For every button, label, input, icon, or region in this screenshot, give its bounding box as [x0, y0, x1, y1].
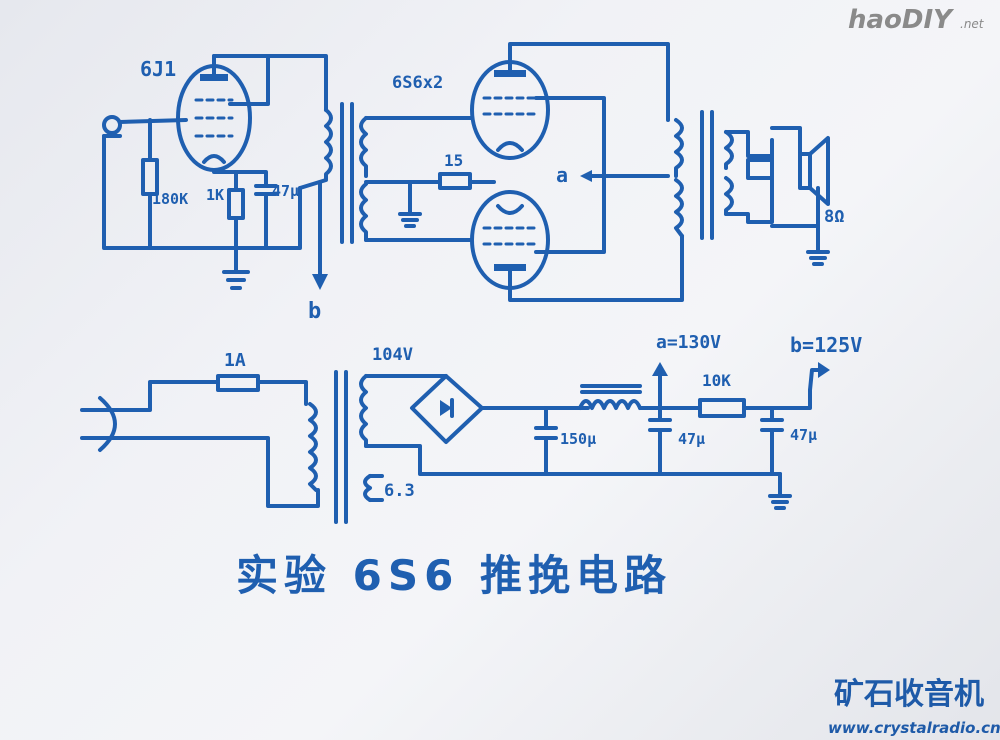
label-tube-output: 6S6x2: [392, 73, 443, 93]
rail-b-arrow-shaft: [808, 368, 822, 392]
mains-plug-body: [98, 396, 117, 452]
speaker-cone: [808, 136, 830, 206]
label-tube-driver: 6J1: [140, 57, 176, 81]
speaker-ground: [806, 224, 830, 266]
output-secondary-wires: [724, 130, 774, 224]
tube-6j1-heater: [202, 154, 226, 164]
output-stage: [359, 42, 830, 302]
output-secondary-bottom: [724, 176, 734, 216]
top-plate-wire: [508, 42, 670, 122]
cathode-cap-lead: [234, 170, 268, 188]
filter-cap-1: [534, 406, 558, 476]
heater-leads: [368, 474, 384, 502]
centertap-ground: [398, 180, 422, 228]
brand-url: www.crystalradio.cn: [828, 719, 1000, 737]
label-cathode-resistor: 1K: [206, 186, 224, 204]
bottom-plate-wire: [508, 234, 684, 302]
label-node-b: b: [308, 299, 321, 324]
watermark-suffix: .net: [960, 17, 985, 31]
tube-6s6-bottom-plate: [494, 264, 526, 271]
bias-resistor: [438, 172, 472, 190]
power-supply: [80, 362, 830, 524]
psu-ground: [768, 472, 792, 510]
tube-6s6-bottom-heater: [496, 204, 524, 215]
driver-ground-symbol: [222, 270, 250, 290]
fuse: [216, 374, 260, 392]
label-filter-cap-1: 150μ: [560, 430, 596, 448]
tube-6s6-top-plate: [494, 70, 526, 77]
interstage-secondary-top: [359, 116, 368, 178]
power-primary: [308, 402, 318, 492]
rail-b-arrow: [818, 362, 830, 378]
label-fuse: 1A: [224, 350, 246, 371]
label-speaker: 8Ω: [824, 207, 844, 227]
mains-live: [116, 380, 220, 412]
b-arrow: [312, 274, 328, 290]
label-bias-resistor: 15: [444, 151, 463, 170]
bridge-diode: [440, 400, 452, 416]
tube-6j1-grids: [194, 98, 234, 138]
driver-stage: [102, 54, 354, 290]
brand-name: 矿石收音机: [834, 677, 984, 712]
ground-bus: [102, 134, 302, 250]
mains-neutral: [116, 436, 320, 508]
bridge-rectifier: [410, 374, 484, 444]
grid-resistor: [141, 158, 159, 196]
watermark-site: haoDIY: [848, 5, 955, 35]
output-secondary-top: [724, 130, 734, 170]
label-grid-resistor: 180K: [152, 190, 188, 208]
power-core: [334, 370, 348, 524]
label-heater: 6.3: [384, 481, 415, 501]
interstage-secondary-bottom: [359, 182, 368, 242]
input-wire: [118, 118, 188, 124]
filter-cap-3: [760, 406, 784, 476]
filter-cap-2: [648, 406, 672, 476]
output-core: [700, 110, 714, 240]
label-cathode-cap: 47μ: [272, 182, 299, 200]
label-rail-a: a=130V: [656, 332, 721, 353]
interstage-primary: [298, 108, 333, 190]
interstage-core: [340, 102, 354, 244]
label-secondary-hv: 104V: [372, 345, 413, 365]
tube-6s6-top-heater: [496, 141, 524, 152]
hv-wires: [364, 374, 782, 476]
choke-core: [580, 384, 642, 394]
a-arrow: [580, 170, 592, 182]
label-rail-b: b=125V: [790, 333, 862, 357]
rail-b-wire: [742, 388, 812, 410]
speaker-coil: [798, 152, 812, 190]
power-secondary-heater: [363, 474, 372, 502]
tube-6s6-top-grids: [482, 96, 538, 116]
cathode-wire: [212, 168, 238, 192]
output-switch: [746, 158, 774, 180]
dropping-resistor: [698, 398, 746, 418]
label-filter-cap-2: 47μ: [678, 430, 705, 448]
cathode-resistor: [227, 188, 245, 220]
label-filter-cap-3: 47μ: [790, 426, 817, 444]
diagram-title: 实验 6S6 推挽电路: [236, 551, 672, 600]
output-primary-bottom: [674, 178, 684, 238]
tube-6s6-bottom-grids: [482, 226, 538, 246]
tube-6j1-plate: [200, 74, 228, 81]
label-dropping-resistor: 10K: [702, 371, 731, 390]
power-secondary-hv: [359, 374, 368, 448]
grid-wires: [364, 116, 474, 242]
plate-wire: [212, 54, 328, 112]
output-primary-top: [674, 118, 684, 178]
fuse-lead: [256, 380, 308, 406]
label-node-a: a: [556, 163, 568, 187]
choke-coil: [578, 399, 642, 410]
input-jack: [102, 115, 122, 135]
rail-a-arrow: [652, 362, 668, 376]
